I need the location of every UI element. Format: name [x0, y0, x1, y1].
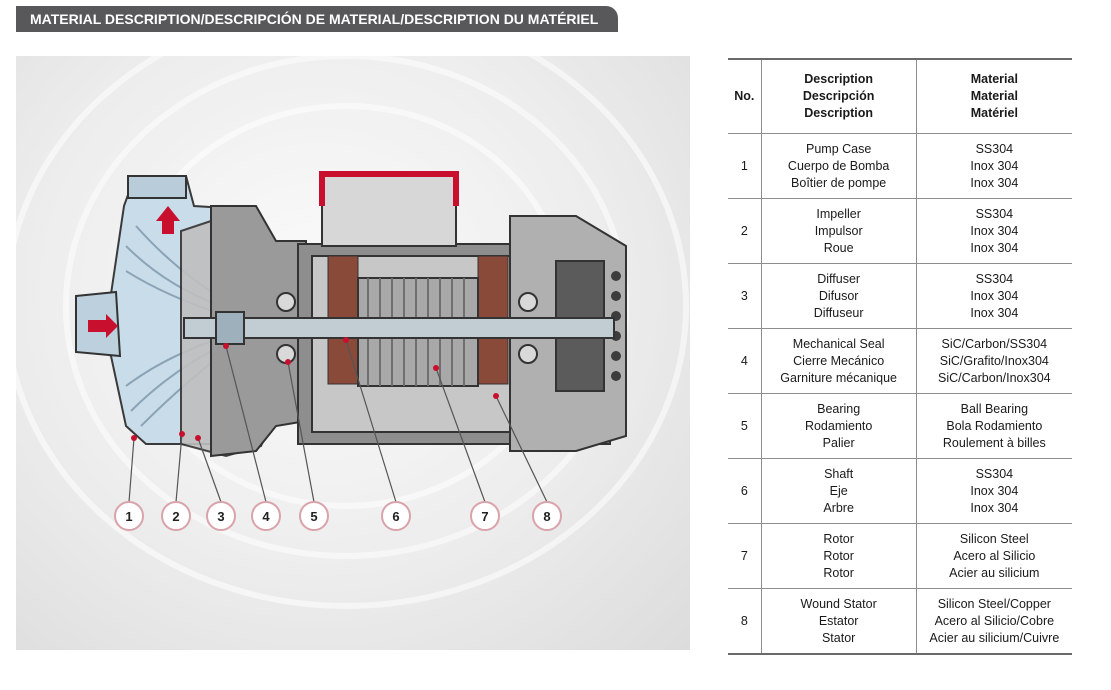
- row-number: 1: [728, 133, 762, 199]
- table-row: 3 Diffuser Difusor Diffuseur SS304 Inox …: [728, 263, 1072, 329]
- table-row: 7 Rotor Rotor Rotor Silicon Steel Acero …: [728, 523, 1072, 589]
- callout-badge-6: 6: [381, 501, 411, 531]
- row-description: Shaft Eje Arbre: [760, 458, 917, 524]
- svg-text:6: 6: [392, 509, 399, 524]
- row-material: Ball Bearing Bola Rodamiento Roulement à…: [915, 393, 1072, 459]
- pump-cutaway-diagram: 1 2 3 4 5 6 7 8: [16, 56, 690, 650]
- row-material: SS304 Inox 304 Inox 304: [915, 458, 1072, 524]
- table-row: 6 Shaft Eje Arbre SS304 Inox 304 Inox 30…: [728, 458, 1072, 524]
- callout-badge-2: 2: [161, 501, 191, 531]
- callout-badge-3: 3: [206, 501, 236, 531]
- svg-text:3: 3: [217, 509, 224, 524]
- row-description: Diffuser Difusor Diffuseur: [760, 263, 917, 329]
- svg-text:5: 5: [310, 509, 317, 524]
- row-material: SiC/Carbon/SS304 SiC/Grafito/Inox304 SiC…: [915, 328, 1072, 394]
- callout-badge-7: 7: [470, 501, 500, 531]
- row-description: Wound Stator Estator Stator: [760, 588, 917, 655]
- section-title-bar: MATERIAL DESCRIPTION/DESCRIPCIÓN DE MATE…: [16, 6, 618, 32]
- row-material: SS304 Inox 304 Inox 304: [915, 263, 1072, 329]
- material-table: No. Description Descripción Description …: [728, 58, 1072, 655]
- mechanical-seal: [215, 311, 245, 345]
- row-material: Silicon Steel Acero al Silicio Acier au …: [915, 523, 1072, 589]
- callout-anchor-dots: [131, 337, 499, 441]
- row-number: 5: [728, 393, 762, 459]
- row-material: SS304 Inox 304 Inox 304: [915, 133, 1072, 199]
- section-title: MATERIAL DESCRIPTION/DESCRIPCIÓN DE MATE…: [30, 11, 599, 27]
- shaft: [183, 317, 615, 339]
- motor-housing: [297, 171, 627, 452]
- row-description: Impeller Impulsor Roue: [760, 198, 917, 264]
- table-header-row: No. Description Descripción Description …: [728, 58, 1072, 134]
- callout-badge-8: 8: [532, 501, 562, 531]
- table-row: 5 Bearing Rodamiento Palier Ball Bearing…: [728, 393, 1072, 459]
- callout-badge-4: 4: [251, 501, 281, 531]
- header-material: Material Material Matériel: [915, 58, 1072, 134]
- row-number: 6: [728, 458, 762, 524]
- callout-badge-5: 5: [299, 501, 329, 531]
- svg-text:4: 4: [262, 509, 270, 524]
- svg-text:2: 2: [172, 509, 179, 524]
- row-number: 8: [728, 588, 762, 655]
- bearings: [276, 292, 538, 364]
- svg-text:1: 1: [125, 509, 132, 524]
- row-number: 3: [728, 263, 762, 329]
- table-row: 8 Wound Stator Estator Stator Silicon St…: [728, 588, 1072, 655]
- row-description: Pump Case Cuerpo de Bomba Boîtier de pom…: [760, 133, 917, 199]
- row-material: Silicon Steel/Copper Acero al Silicio/Co…: [915, 588, 1072, 655]
- outlet-arrow-icon: [156, 206, 180, 234]
- callout-badge-1: 1: [114, 501, 144, 531]
- header-description: Description Descripción Description: [760, 58, 917, 134]
- inlet-arrow-icon: [88, 314, 118, 338]
- header-no: No.: [728, 58, 762, 134]
- svg-text:8: 8: [543, 509, 550, 524]
- row-description: Rotor Rotor Rotor: [760, 523, 917, 589]
- table-row: 4 Mechanical Seal Cierre Mecánico Garnit…: [728, 328, 1072, 394]
- row-number: 7: [728, 523, 762, 589]
- table-row: 1 Pump Case Cuerpo de Bomba Boîtier de p…: [728, 133, 1072, 199]
- row-number: 2: [728, 198, 762, 264]
- row-description: Bearing Rodamiento Palier: [760, 393, 917, 459]
- table-row: 2 Impeller Impulsor Roue SS304 Inox 304 …: [728, 198, 1072, 264]
- row-description: Mechanical Seal Cierre Mecánico Garnitur…: [760, 328, 917, 394]
- callout-leaders: [128, 339, 548, 503]
- row-material: SS304 Inox 304 Inox 304: [915, 198, 1072, 264]
- pump-illustration: 1 2 3 4 5 6 7 8: [16, 56, 689, 609]
- row-number: 4: [728, 328, 762, 394]
- svg-text:7: 7: [481, 509, 488, 524]
- flow-arrows: [88, 206, 180, 338]
